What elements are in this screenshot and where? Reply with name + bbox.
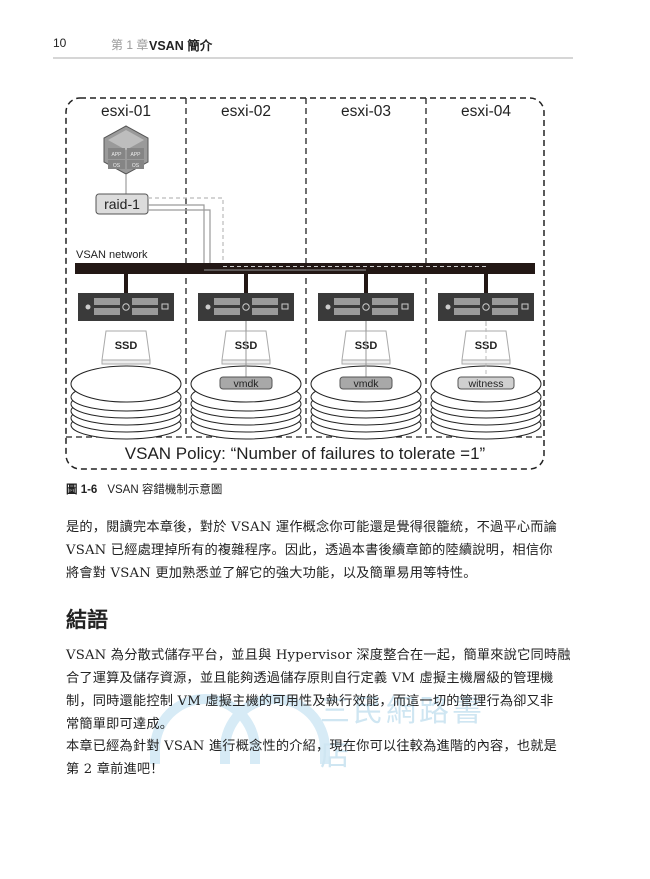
vmdk-object [219,376,273,390]
vsan-network-bar [75,263,535,274]
text-line: 常簡單即可達成。 [66,717,174,732]
page-number: 10 [53,36,67,50]
svg-text:APP: APP [130,152,141,158]
raid-1-box: raid-1 [95,193,149,215]
host-name: esxi-04 [461,103,511,120]
cluster-boundary [65,97,545,470]
witness-object [457,376,515,390]
policy-text: VSAN Policy: “Number of failures to tole… [125,444,486,463]
body-paragraph-3: 本章已經為針對 VSAN 進行概念性的介紹，現在你可以往較為進階的內容，也就是 … [66,735,584,781]
text-line: 將會對 VSAN 更加熟悉並了解它的強大功能，以及簡單易用等特性。 [66,566,477,581]
host-name: esxi-03 [341,103,391,120]
text-line: VSAN 為分散式儲存平台，並且與 Hypervisor 深度整合在一起，簡單來… [66,648,571,663]
host-name: esxi-02 [221,103,271,120]
host-esxi-02-storage: SSD vmdk [190,293,302,440]
vm-icon: APP APP OS OS [103,125,149,175]
svg-text:OS: OS [132,163,140,169]
figure-caption-text: VSAN 容錯機制示意圖 [107,484,223,496]
figure-number: 圖 1-6 [66,484,98,496]
text-line: VSAN 已經處理掉所有的複雜程序。因此，透過本書後續章節的陸續說明，相信你 [66,543,553,558]
body-paragraph-1: 是的，閱讀完本章後，對於 VSAN 運作概念你可能還是覺得很籠統，不過平心而論 … [66,516,584,585]
svg-text:raid-1: raid-1 [104,196,140,212]
chapter-label: 第 1 章 [111,38,149,52]
host-esxi-03-storage: SSD vmdk [310,293,422,440]
body-paragraph-2: VSAN 為分散式儲存平台，並且與 Hypervisor 深度整合在一起，簡單來… [66,644,584,736]
svg-text:witness: witness [467,378,503,390]
svg-text:OS: OS [113,163,121,169]
vsan-fault-tolerance-diagram: esxi-01 esxi-02 esxi-03 esxi-04 APP APP … [60,92,560,476]
running-header: 10 第 1 章 VSAN 簡介 [53,33,573,59]
host-name: esxi-01 [101,103,151,120]
svg-text:APP: APP [111,152,122,158]
text-line: 第 2 章前進吧！ [66,762,164,777]
chapter-title: VSAN 簡介 [149,39,213,53]
svg-text:vmdk: vmdk [353,378,379,390]
host-esxi-04-storage: SSD witness [430,293,542,440]
text-line: 是的，閱讀完本章後，對於 VSAN 運作概念你可能還是覺得很籠統，不過平心而論 [66,520,557,535]
text-line: 本章已經為針對 VSAN 進行概念性的介紹，現在你可以往較為進階的內容，也就是 [66,739,557,754]
text-line: 合了運算及儲存資源，並且能夠透過儲存原則自行定義 VM 虛擬主機層級的管理機 [66,671,554,686]
vmdk-object [339,376,393,390]
svg-text:vmdk: vmdk [233,378,259,390]
text-line: 制，同時還能控制 VM 虛擬主機的可用性及執行效能，而這一切的管理行為卻又非 [66,694,554,709]
witness-path-esxi-04 [148,197,487,377]
network-label: VSAN network [76,249,148,261]
svg-text:SSD: SSD [115,340,138,352]
figure-caption: 圖 1-6 VSAN 容錯機制示意圖 [66,481,222,497]
host-esxi-01-storage: SSD [70,293,182,440]
section-heading: 結語 [66,608,108,632]
